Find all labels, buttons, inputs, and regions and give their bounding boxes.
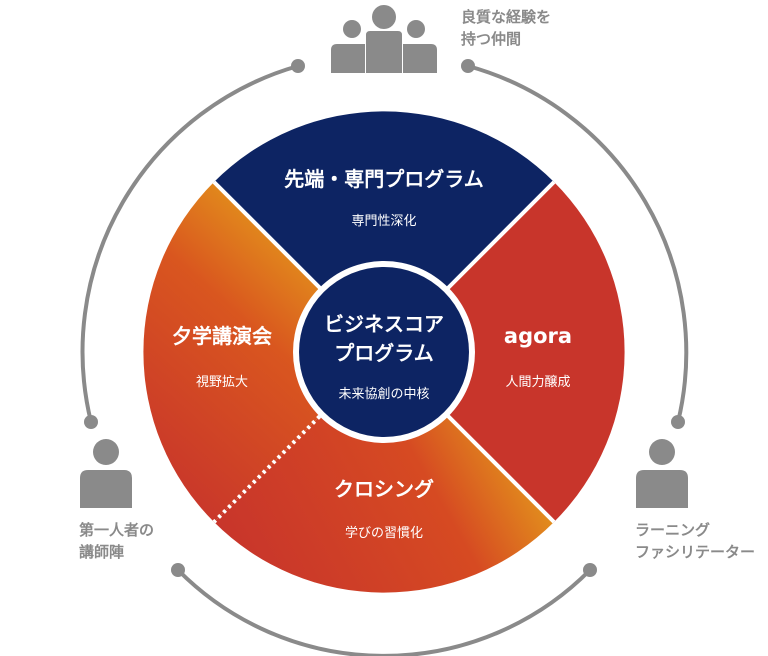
ring-dot	[84, 415, 98, 429]
ring-dot	[461, 59, 475, 73]
program-wheel	[143, 111, 625, 593]
segment-right-title: agora	[504, 324, 572, 348]
people-label-lecturers: 第一人者の 講師陣	[79, 521, 155, 561]
segment-left-subtitle: 視野拡大	[196, 375, 248, 390]
segment-top-subtitle: 専門性深化	[351, 214, 416, 229]
segment-right[interactable]	[384, 182, 625, 522]
center-circle[interactable]	[299, 267, 469, 437]
segment-top[interactable]	[214, 111, 554, 352]
center-subtitle: 未来協創の中核	[338, 387, 429, 402]
segment-bottom-subtitle: 学びの習慣化	[345, 525, 423, 541]
ring-dot	[671, 415, 685, 429]
people-label-peers: 良質な経験を 持つ仲間	[461, 8, 552, 48]
people-label-facilitator: ラーニング ファシリテーター	[635, 521, 756, 561]
segment-top-title: 先端・専門プログラム	[284, 167, 483, 191]
segment-right-subtitle: 人間力醸成	[505, 375, 570, 390]
segment-bottom-title: クロシング	[334, 477, 434, 501]
dotted-separator	[212, 350, 386, 524]
segment-left[interactable]	[143, 182, 384, 522]
group-people-icon	[331, 5, 437, 73]
segment-left-title: 夕学講演会	[172, 324, 272, 348]
ring-dot	[171, 563, 185, 577]
segment-bottom[interactable]	[214, 352, 554, 593]
center-title-line2: プログラム	[334, 341, 433, 365]
person-icon	[80, 439, 132, 508]
center-title-line1: ビジネスコア	[324, 312, 444, 336]
person-icon	[636, 439, 688, 508]
ring-dot	[583, 563, 597, 577]
ring-dot	[291, 59, 305, 73]
